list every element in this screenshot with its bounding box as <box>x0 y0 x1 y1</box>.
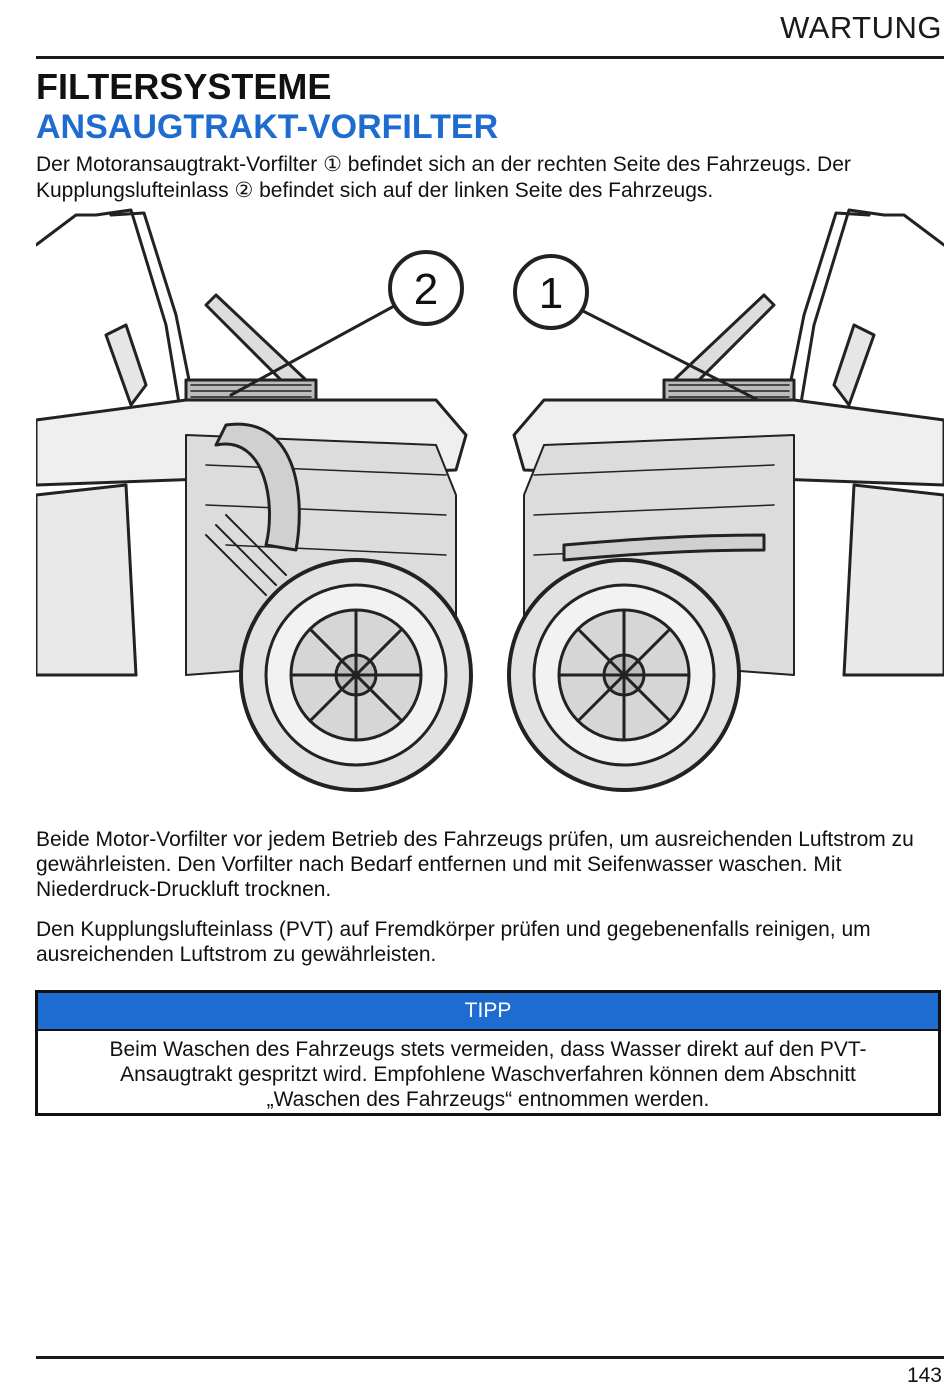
section-subtitle: ANSAUGTRAKT-VORFILTER <box>36 108 499 146</box>
left-vehicle-side <box>36 208 473 792</box>
header-divider <box>36 56 944 59</box>
callout-label-2: 2 <box>414 265 438 314</box>
page-title: FILTERSYSTEME <box>36 66 332 107</box>
callout-circle-2 <box>388 250 464 326</box>
callout-line-2 <box>229 303 398 397</box>
callout-label-1: 1 <box>539 269 563 318</box>
footer-divider <box>36 1356 944 1359</box>
intro-paragraph: Der Motoransaugtrakt-Vorfilter ① befinde… <box>36 153 851 202</box>
page-number: 143 <box>906 1364 942 1387</box>
callout-line-1 <box>579 308 760 402</box>
section-header: WARTUNG <box>780 10 942 45</box>
body-paragraph-1: Beide Motor-Vorfilter vor jedem Betrieb … <box>36 828 914 901</box>
vehicle-illustration: 2 1 <box>36 208 944 792</box>
body-paragraph-2: Den Kupplungslufteinlass (PVT) auf Fremd… <box>36 918 871 966</box>
tip-heading: TIPP <box>38 993 938 1031</box>
tip-box: TIPP Beim Waschen des Fahrzeugs stets ve… <box>35 990 941 1116</box>
tip-text: Beim Waschen des Fahrzeugs stets vermeid… <box>109 1038 867 1111</box>
callout-circle-1 <box>513 254 589 330</box>
right-vehicle-side <box>507 208 944 792</box>
